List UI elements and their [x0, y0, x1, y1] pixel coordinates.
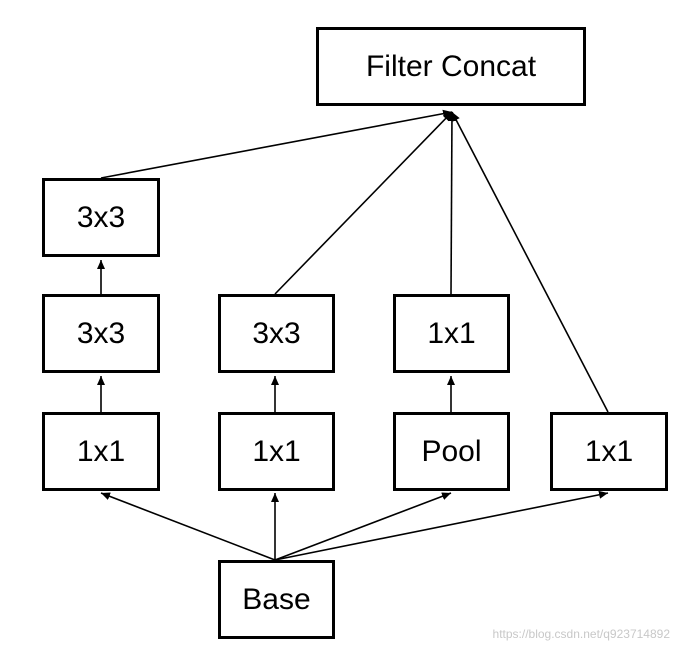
conv-3x3-label: 3x3 — [76, 200, 126, 234]
base-node: Base — [218, 560, 335, 639]
conv-3x3-label: 3x3 — [76, 316, 126, 350]
edge-base-to-b3-bottom — [274, 492, 452, 561]
conv-1x1-node: 1x1 — [218, 412, 335, 491]
edge-b2-mid-to-filter-concat — [274, 111, 453, 295]
conv-1x1-node: 1x1 — [393, 294, 510, 373]
filter-concat-label: Filter Concat — [365, 49, 537, 83]
edge-base-to-b1-bottom — [100, 492, 276, 561]
edge-b3-mid-to-filter-concat — [447, 111, 456, 295]
conv-3x3-node: 3x3 — [42, 294, 160, 373]
base-label: Base — [242, 582, 311, 616]
filter-concat-node: Filter Concat — [316, 27, 586, 106]
conv-3x3-label: 3x3 — [252, 316, 301, 350]
edge-base-to-b4-bottom — [274, 490, 609, 561]
conv-1x1-label: 1x1 — [584, 434, 634, 468]
conv-1x1-label: 1x1 — [427, 316, 476, 350]
pool-label: Pool — [421, 434, 482, 468]
conv-1x1-label: 1x1 — [252, 434, 301, 468]
conv-1x1-node: 1x1 — [550, 412, 668, 491]
watermark-text: https://blog.csdn.net/q923714892 — [492, 627, 670, 641]
conv-3x3-node: 3x3 — [42, 178, 160, 257]
conv-1x1-node: 1x1 — [42, 412, 160, 491]
pool-node: Pool — [393, 412, 510, 491]
edge-b1-top-to-filter-concat — [100, 109, 453, 179]
edge-b4-bottom-to-filter-concat — [451, 111, 609, 413]
conv-3x3-node: 3x3 — [218, 294, 335, 373]
conv-1x1-label: 1x1 — [76, 434, 126, 468]
